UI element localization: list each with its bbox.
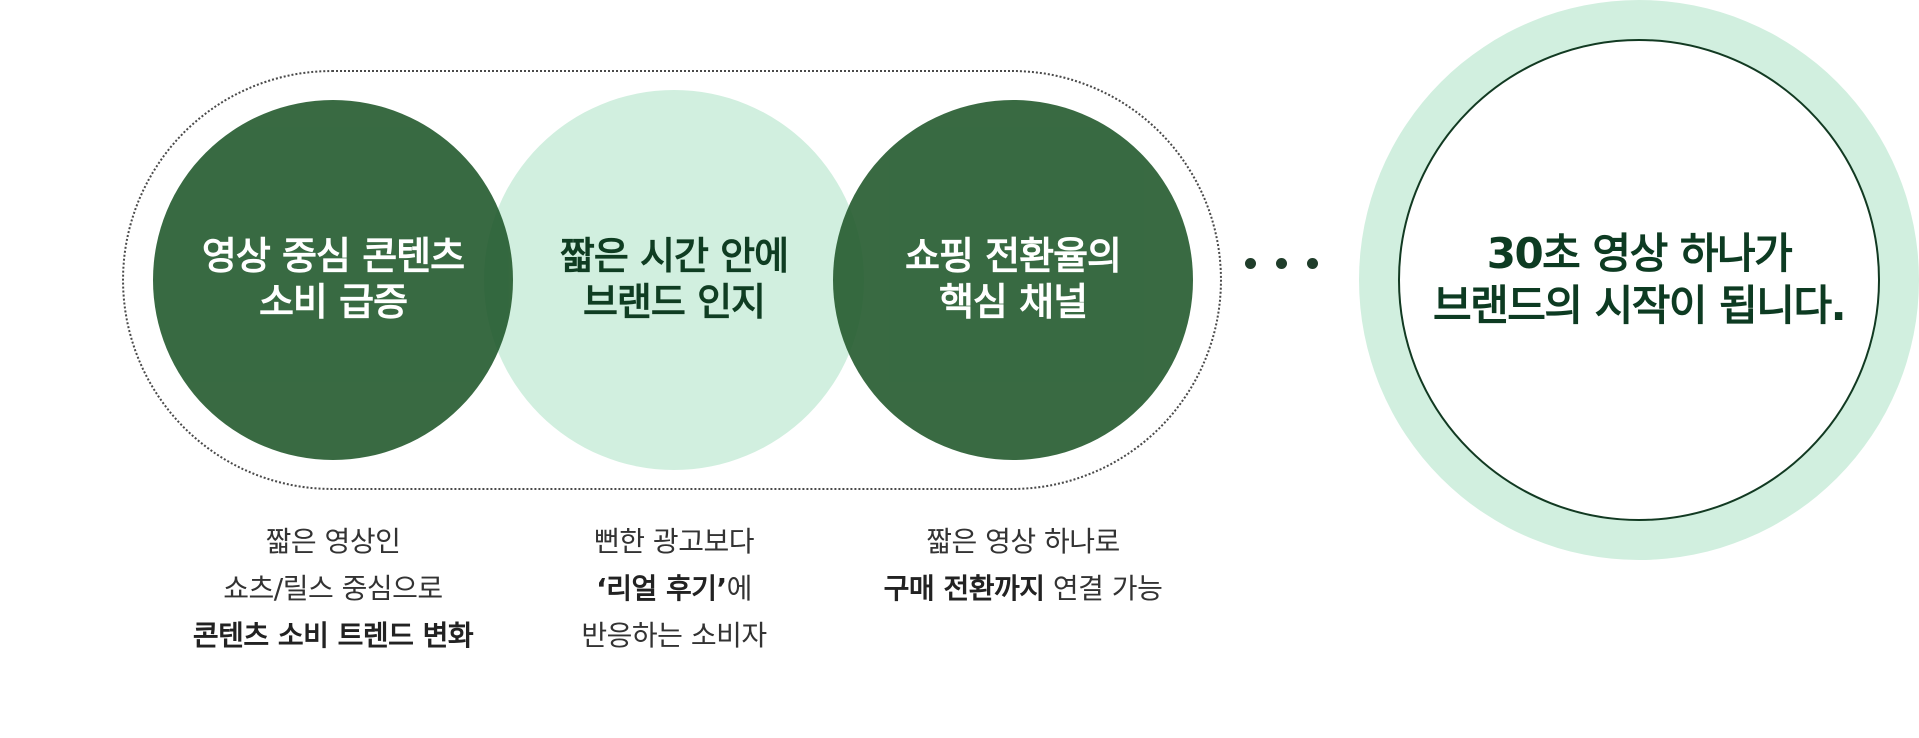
description-video-content: 짧은 영상인 쇼츠/릴스 중심으로 콘텐츠 소비 트렌드 변화 (143, 518, 523, 659)
circle-shopping-conversion: 쇼핑 전환율의 핵심 채널 (833, 100, 1193, 460)
circle-title: 짧은 시간 안에 브랜드 인지 (559, 234, 789, 325)
dot (1276, 258, 1287, 269)
description-line: 반응하는 소비자 (581, 619, 767, 652)
description-line: 쇼츠/릴스 중심으로 (223, 572, 443, 605)
dotted-group-outline (122, 70, 1222, 490)
circle-title-line2: 브랜드 인지 (582, 280, 766, 324)
circle-title-line1: 영상 중심 콘텐츠 (201, 234, 465, 279)
circle-brand-awareness: 짧은 시간 안에 브랜드 인지 (484, 90, 864, 470)
circle-title-line2: 핵심 채널 (938, 280, 1088, 324)
circle-video-content: 영상 중심 콘텐츠 소비 급증 (153, 100, 513, 460)
description-brand-awareness: 뻔한 광고보다 ‘리얼 후기’에 반응하는 소비자 (484, 518, 864, 659)
dot (1307, 258, 1318, 269)
description-line: 짧은 영상인 (265, 525, 401, 558)
circle-title-line2: 소비 급증 (258, 280, 408, 324)
description-bold-text: ‘리얼 후기’ (596, 572, 727, 605)
description-text: 연결 가능 (1044, 572, 1163, 605)
description-line: 짧은 영상 하나로 (926, 525, 1120, 558)
circle-title-line1: 짧은 시간 안에 (559, 234, 789, 279)
circle-title: 쇼핑 전환율의 핵심 채널 (905, 234, 1122, 325)
description-bold-text: 구매 전환까지 (883, 572, 1045, 605)
dot (1245, 258, 1256, 269)
description-text: 에 (726, 572, 753, 605)
description-bold-line: 콘텐츠 소비 트렌드 변화 (192, 619, 474, 652)
description-shopping-conversion: 짧은 영상 하나로 구매 전환까지 연결 가능 (823, 518, 1223, 612)
circle-title: 영상 중심 콘텐츠 소비 급증 (201, 234, 465, 325)
conclusion-line2: 브랜드의 시작이 됩니다. (1432, 281, 1847, 330)
description-line: 뻔한 광고보다 (594, 525, 754, 558)
conclusion-circle: 30초 영상 하나가 브랜드의 시작이 됩니다. (1398, 39, 1880, 521)
conclusion-line1: 30초 영상 하나가 (1486, 228, 1793, 278)
ellipsis-dots (1245, 258, 1318, 269)
circle-title-line1: 쇼핑 전환율의 (905, 234, 1122, 279)
conclusion-text: 30초 영상 하나가 브랜드의 시작이 됩니다. (1432, 228, 1847, 333)
